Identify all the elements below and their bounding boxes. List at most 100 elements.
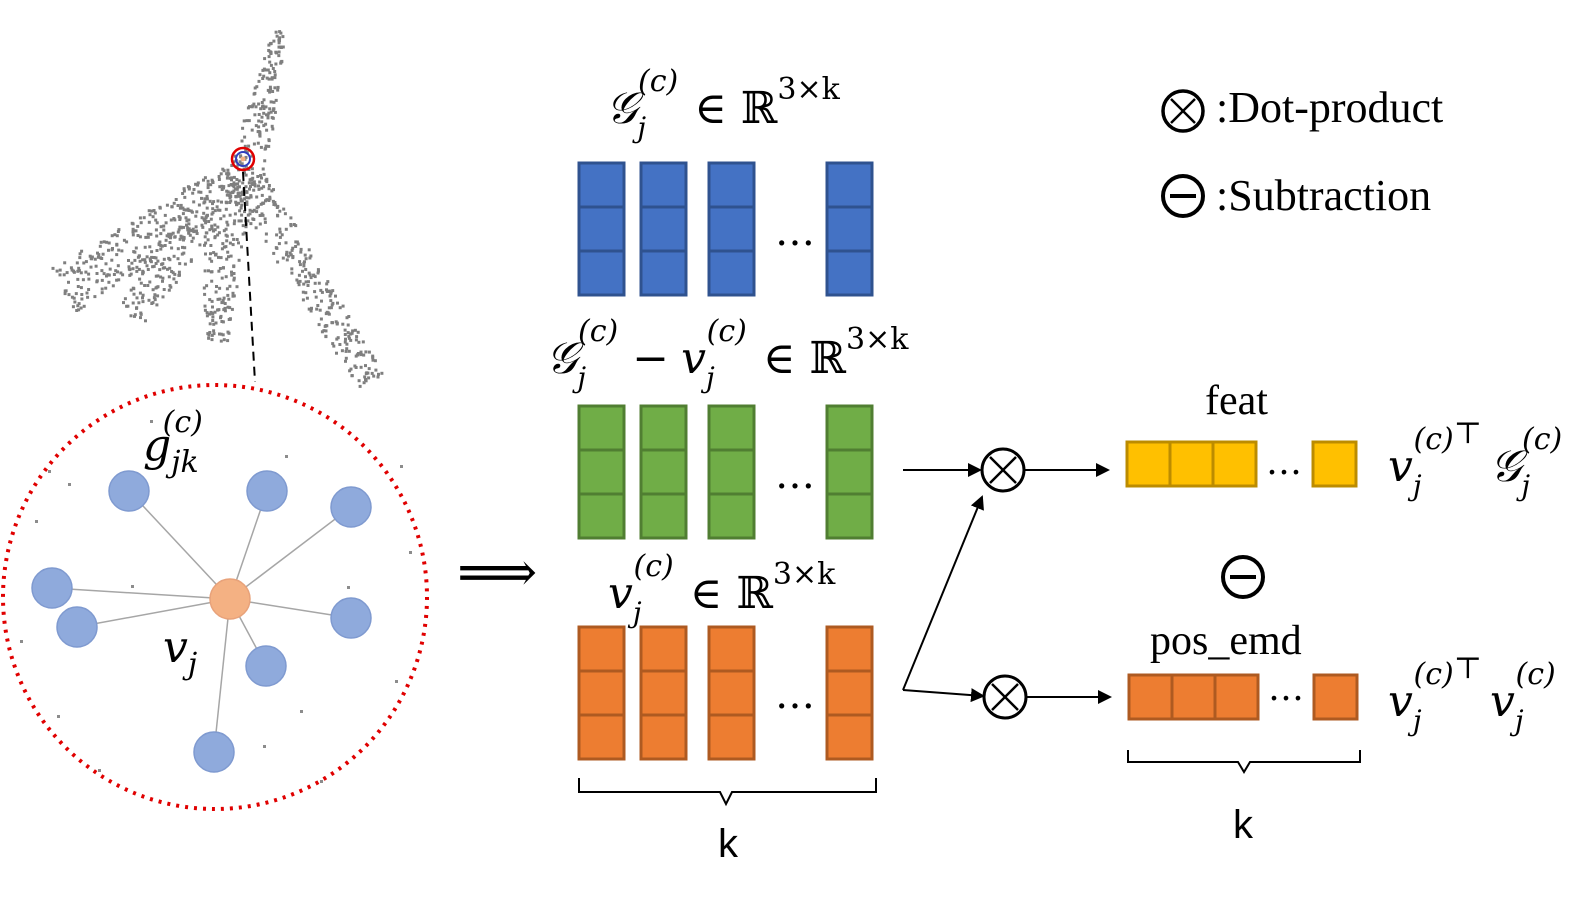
cloud-point xyxy=(232,222,236,226)
cloud-point xyxy=(241,126,245,130)
cloud-point xyxy=(269,63,273,67)
pos-ellipsis: … xyxy=(1268,668,1304,709)
cloud-point xyxy=(225,172,229,176)
cloud-point xyxy=(153,211,157,215)
cloud-point xyxy=(304,257,308,261)
cloud-point xyxy=(320,299,323,303)
cloud-point xyxy=(222,296,226,300)
cloud-point xyxy=(137,267,141,271)
dotted-zoom-circle xyxy=(1,383,429,811)
cloud-point xyxy=(313,281,317,285)
cloud-point xyxy=(278,39,281,43)
cloud-point xyxy=(265,177,269,181)
cloud-point xyxy=(304,268,308,271)
cloud-point xyxy=(182,238,185,242)
cloud-point xyxy=(101,252,105,256)
cloud-point xyxy=(232,264,236,268)
cloud-point xyxy=(262,172,266,176)
cloud-point xyxy=(152,256,156,259)
cloud-point xyxy=(245,119,249,123)
cloud-point xyxy=(252,142,256,146)
cloud-point xyxy=(162,257,166,261)
cloud-point xyxy=(243,197,247,201)
cloud-point xyxy=(216,225,220,229)
cloud-point xyxy=(205,206,209,210)
cloud-point xyxy=(260,186,264,190)
cloud-point xyxy=(78,256,82,260)
cloud-point xyxy=(158,268,162,272)
cloud-point xyxy=(226,168,230,172)
cloud-point xyxy=(182,251,186,255)
cloud-point xyxy=(139,316,142,320)
cloud-point xyxy=(230,273,234,277)
cloud-point xyxy=(142,216,146,220)
matrix-v-cell xyxy=(825,669,874,717)
cloud-point xyxy=(221,167,225,171)
cloud-point xyxy=(160,244,164,248)
cloud-point xyxy=(217,308,221,312)
cloud-point xyxy=(133,313,137,317)
cloud-point xyxy=(240,139,244,143)
cloud-point xyxy=(380,371,384,375)
selected-point-marker xyxy=(230,146,256,172)
cloud-point xyxy=(285,258,289,262)
cloud-point xyxy=(204,241,208,245)
cloud-point xyxy=(208,312,211,316)
cloud-point xyxy=(256,130,260,134)
cloud-point xyxy=(145,264,149,268)
cloud-point xyxy=(178,206,182,210)
cloud-point xyxy=(218,185,222,189)
background-dot xyxy=(57,715,60,718)
cloud-point xyxy=(344,349,348,353)
cloud-point xyxy=(191,236,195,240)
cloud-point xyxy=(201,225,205,229)
cloud-point xyxy=(151,215,155,219)
cloud-point xyxy=(278,230,282,234)
cloud-point xyxy=(209,252,212,256)
cloud-point xyxy=(280,60,284,64)
cloud-point xyxy=(247,181,251,185)
cloud-point xyxy=(125,240,129,244)
cloud-point xyxy=(177,228,181,232)
cloud-point xyxy=(206,179,210,183)
cloud-point xyxy=(265,113,268,117)
matrix-g-cell xyxy=(639,161,688,209)
cloud-point xyxy=(127,265,131,269)
cloud-point xyxy=(354,338,358,342)
cloud-point xyxy=(256,175,260,178)
cloud-point xyxy=(258,222,262,226)
cloud-point xyxy=(187,227,191,231)
cloud-point xyxy=(217,231,221,235)
background-dot xyxy=(98,769,101,772)
cloud-point xyxy=(58,273,62,277)
cloud-point xyxy=(276,85,280,89)
cloud-point xyxy=(233,212,237,216)
background-dot xyxy=(409,551,412,554)
cloud-point xyxy=(139,281,143,285)
cloud-point xyxy=(298,263,302,267)
cloud-point xyxy=(332,344,336,348)
cloud-point xyxy=(176,230,180,234)
cloud-point xyxy=(167,232,171,236)
cloud-point xyxy=(281,35,285,39)
cloud-point xyxy=(183,195,187,199)
cloud-point xyxy=(269,100,273,104)
cloud-point xyxy=(266,88,270,92)
cloud-point xyxy=(231,191,235,194)
cloud-point xyxy=(235,178,239,181)
cloud-point xyxy=(303,253,307,257)
matrix-diff-cell xyxy=(707,492,756,540)
cloud-point xyxy=(219,314,223,318)
cloud-point xyxy=(158,240,162,244)
cloud-point xyxy=(182,236,186,239)
cloud-point xyxy=(262,185,266,189)
cloud-point xyxy=(168,241,172,244)
cloud-point xyxy=(278,235,282,239)
cloud-point xyxy=(370,371,374,375)
cloud-point xyxy=(268,90,272,94)
cloud-point xyxy=(143,260,147,264)
cloud-point xyxy=(349,338,353,342)
cloud-point xyxy=(154,274,158,278)
cloud-point xyxy=(259,145,263,149)
cloud-point xyxy=(176,257,180,261)
